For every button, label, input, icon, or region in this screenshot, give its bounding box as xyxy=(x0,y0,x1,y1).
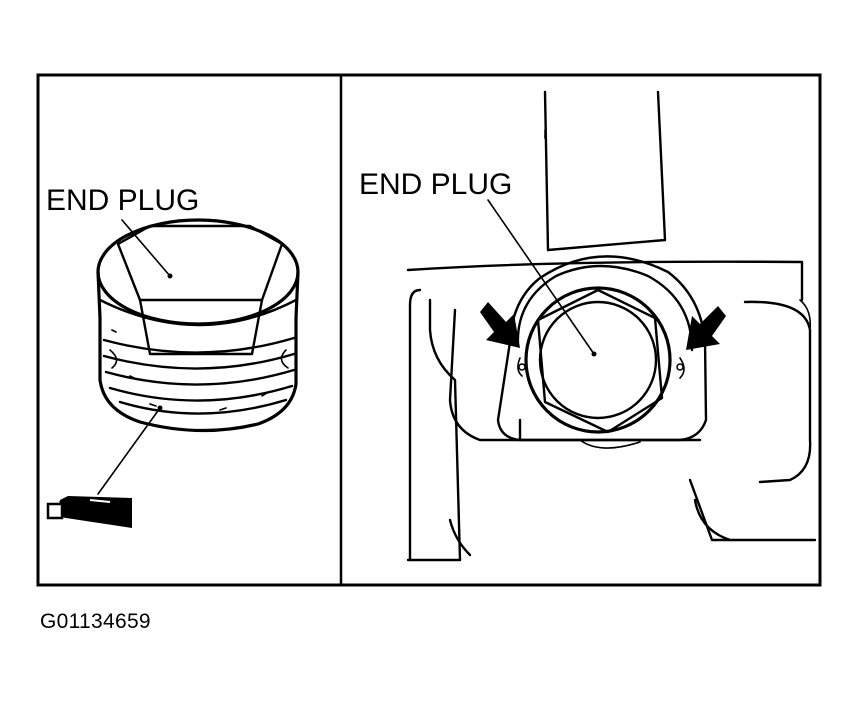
right-panel: END PLUG xyxy=(359,90,817,562)
end-plug-illustration xyxy=(96,218,300,433)
figure-id: G01134659 xyxy=(40,610,151,633)
right-label-leader xyxy=(487,199,595,355)
leader-dot xyxy=(167,273,173,279)
sealant-leader xyxy=(97,407,161,495)
leader-dot xyxy=(591,351,597,357)
sealant-tube-icon xyxy=(46,496,132,528)
figure-frame xyxy=(36,73,822,587)
left-end-plug-label: END PLUG xyxy=(46,184,199,217)
left-panel: END PLUG xyxy=(46,184,300,528)
left-label-leader xyxy=(121,219,171,277)
right-arrow-icon xyxy=(686,306,726,350)
right-end-plug-label: END PLUG xyxy=(359,168,512,201)
left-arrow-icon xyxy=(480,302,520,348)
leader-dot xyxy=(157,405,163,411)
